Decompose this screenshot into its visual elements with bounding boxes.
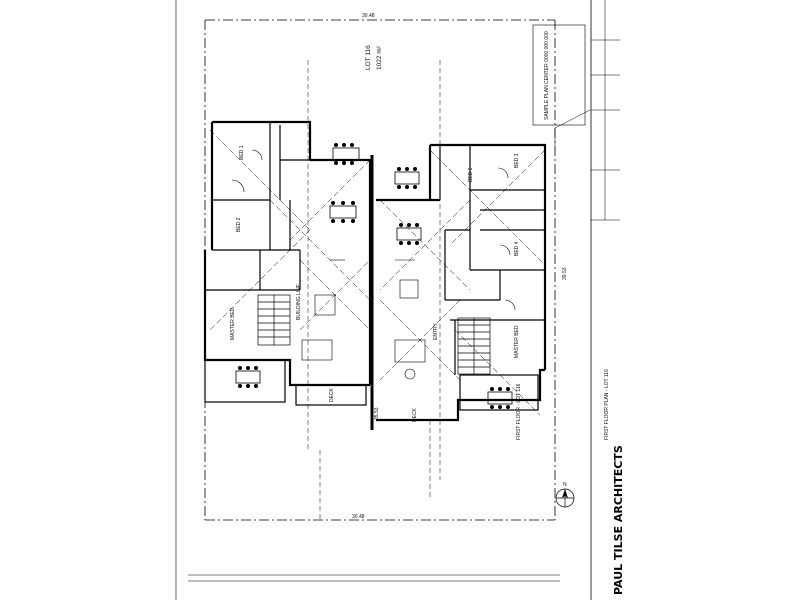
drawing-title-small: FIRST FLOOR - LOT 116 xyxy=(516,383,522,440)
building-line-note: BUILDING LINE xyxy=(296,283,302,320)
room-master-bed-right: MASTER BED xyxy=(514,325,520,358)
room-bed-4: BED 4 xyxy=(514,241,520,256)
note-top-right: SAMPLE PLAN CENTER 0000 000 000 xyxy=(544,31,550,120)
architect-name: PAUL TILSE ARCHITECTS xyxy=(612,445,625,595)
dimension-bottom: 30.48 xyxy=(352,514,365,520)
room-bed-3: BED 3 xyxy=(514,153,520,168)
room-bed-5: BED 5 xyxy=(468,167,474,182)
dimension-top: 30.48 xyxy=(362,13,375,19)
room-master-bed-left: MASTER BED xyxy=(230,307,236,340)
room-bed-2: BED 2 xyxy=(236,217,242,232)
drawing-title: FIRST FLOOR PLAN - LOT 116 xyxy=(604,369,610,440)
lot-area: 1022 m² xyxy=(376,45,383,70)
room-deck-right: DECK xyxy=(412,407,418,422)
lot-number: LOT 116 xyxy=(365,45,372,70)
compass-north-label: N xyxy=(563,482,567,488)
room-bed-1: BED 1 xyxy=(239,145,245,160)
room-deck-left: DECK xyxy=(329,387,335,402)
room-entry: ENTRY xyxy=(433,322,439,340)
dimension-center: 35.53 xyxy=(374,407,380,420)
compass-arrow-icon xyxy=(562,489,568,498)
dimension-right: 39.53 xyxy=(562,267,568,280)
